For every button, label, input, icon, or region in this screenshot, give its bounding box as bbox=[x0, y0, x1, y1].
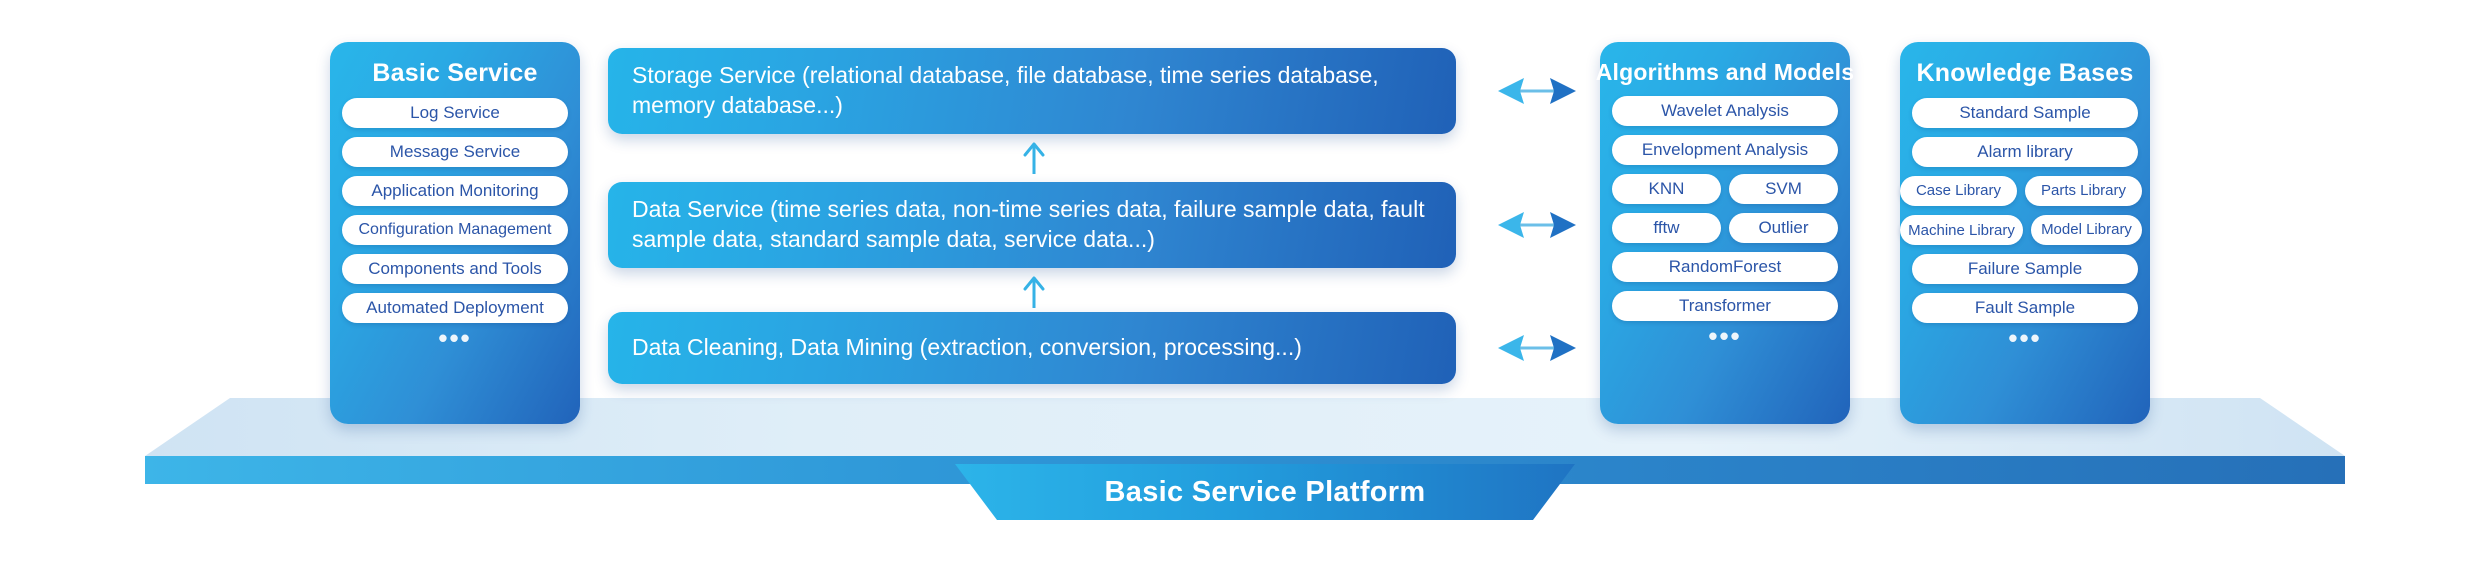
column-knowledge-bases[interactable]: Knowledge Bases Standard Sample Alarm li… bbox=[1900, 42, 2150, 424]
pill-log-service[interactable]: Log Service bbox=[342, 98, 568, 129]
basic-service-more-ellipsis: ••• bbox=[438, 323, 472, 354]
pill-outlier[interactable]: Outlier bbox=[1729, 213, 1838, 244]
knowledge-bases-pill-row-case-parts: Case Library Parts Library bbox=[1900, 176, 2142, 207]
up-arrow-cleaning-to-data bbox=[1023, 142, 1045, 174]
column-basic-service[interactable]: Basic Service Log Service Message Servic… bbox=[330, 42, 580, 424]
platform-banner-shape bbox=[955, 464, 1575, 520]
pill-fftw[interactable]: fftw bbox=[1612, 213, 1721, 244]
column-algorithms-and-models[interactable]: Algorithms and Models Wavelet Analysis E… bbox=[1596, 42, 1854, 424]
bar-data-service-label: Data Service (time series data, non-time… bbox=[632, 196, 1425, 252]
double-arrow-cleaning-to-algorithms bbox=[1498, 335, 1576, 361]
pill-failure-sample[interactable]: Failure Sample bbox=[1912, 254, 2138, 285]
pill-parts-library[interactable]: Parts Library bbox=[2025, 176, 2142, 207]
algorithms-pill-row-knn-svm: KNN SVM bbox=[1612, 174, 1838, 205]
pill-svm[interactable]: SVM bbox=[1729, 174, 1838, 205]
pill-message-service[interactable]: Message Service bbox=[342, 137, 568, 168]
pill-machine-library[interactable]: Machine Library bbox=[1900, 215, 2023, 246]
pill-alarm-library[interactable]: Alarm library bbox=[1912, 137, 2138, 168]
pill-case-library[interactable]: Case Library bbox=[1900, 176, 2017, 207]
column-title-knowledge-bases: Knowledge Bases bbox=[1916, 59, 2134, 87]
pill-standard-sample[interactable]: Standard Sample bbox=[1912, 98, 2138, 129]
bar-storage-service-label: Storage Service (relational database, fi… bbox=[632, 62, 1379, 118]
knowledge-bases-pill-row-machine-model: Machine Library Model Library bbox=[1900, 215, 2142, 246]
platform-title: Basic Service Platform bbox=[1104, 475, 1426, 508]
knowledge-bases-pill-list: Standard Sample Alarm library Case Libra… bbox=[1900, 98, 2142, 324]
bar-data-service[interactable]: Data Service (time series data, non-time… bbox=[608, 182, 1456, 268]
bar-data-cleaning-mining-label: Data Cleaning, Data Mining (extraction, … bbox=[632, 334, 1302, 361]
pill-envelopment-analysis[interactable]: Envelopment Analysis bbox=[1612, 135, 1838, 166]
pill-application-monitoring[interactable]: Application Monitoring bbox=[342, 176, 568, 207]
banner-trapezoid bbox=[955, 464, 1575, 520]
pill-components-and-tools[interactable]: Components and Tools bbox=[342, 254, 568, 285]
pill-configuration-management[interactable]: Configuration Management bbox=[342, 215, 568, 246]
bar-data-cleaning-mining[interactable]: Data Cleaning, Data Mining (extraction, … bbox=[608, 312, 1456, 384]
column-title-algorithms-and-models: Algorithms and Models bbox=[1595, 59, 1855, 85]
column-title-basic-service: Basic Service bbox=[372, 59, 538, 87]
double-arrow-storage-to-algorithms bbox=[1498, 78, 1576, 104]
double-arrow-data-to-algorithms bbox=[1498, 212, 1576, 238]
algorithms-pill-list: Wavelet Analysis Envelopment Analysis KN… bbox=[1612, 96, 1838, 322]
pill-randomforest[interactable]: RandomForest bbox=[1612, 252, 1838, 283]
pill-fault-sample[interactable]: Fault Sample bbox=[1912, 293, 2138, 324]
algorithms-more-ellipsis: ••• bbox=[1708, 321, 1742, 352]
bar-storage-service[interactable]: Storage Service (relational database, fi… bbox=[608, 48, 1456, 134]
up-arrow-data-to-storage bbox=[1023, 276, 1045, 308]
pill-model-library[interactable]: Model Library bbox=[2031, 215, 2142, 246]
pill-automated-deployment[interactable]: Automated Deployment bbox=[342, 293, 568, 324]
basic-service-pill-list: Log Service Message Service Application … bbox=[342, 98, 568, 324]
pill-transformer[interactable]: Transformer bbox=[1612, 291, 1838, 322]
pill-knn[interactable]: KNN bbox=[1612, 174, 1721, 205]
algorithms-pill-row-fftw-outlier: fftw Outlier bbox=[1612, 213, 1838, 244]
pill-wavelet-analysis[interactable]: Wavelet Analysis bbox=[1612, 96, 1838, 127]
knowledge-bases-more-ellipsis: ••• bbox=[2008, 323, 2042, 354]
